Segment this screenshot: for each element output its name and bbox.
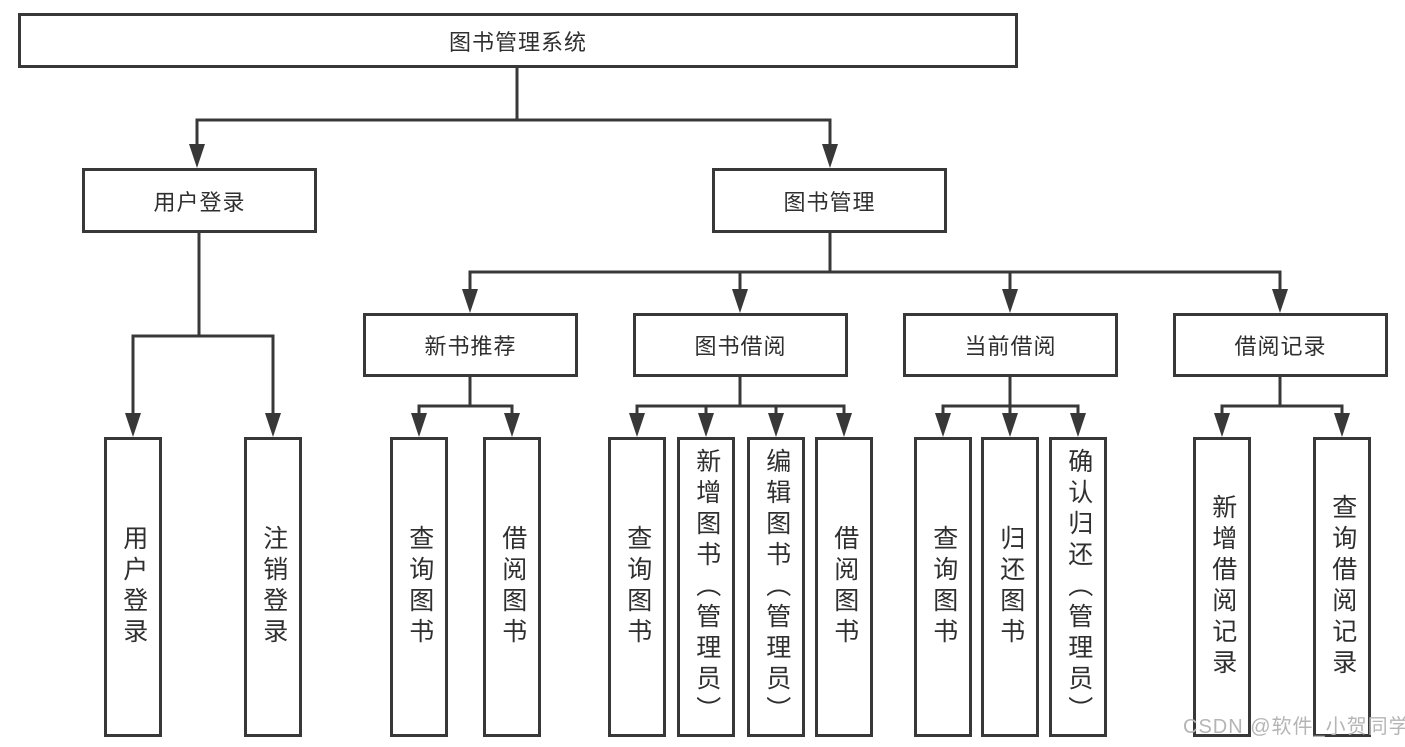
leaf-borrow-add-books-admin-label: 新增图书（管理员） [692,447,721,727]
leaf-borrow-borrow-books-label: 借阅图书 [830,525,859,649]
leaf-records-query-record-label: 查询借阅记录 [1328,494,1357,680]
csdn-watermark: CSDN @软件_小贺同学 [1183,716,1405,738]
leaf-current-return-books-label: 归还图书 [996,525,1025,649]
leaf-current-return-books: 归还图书 [981,437,1039,737]
node-new-book-recommend: 新书推荐 [363,313,578,377]
leaf-logout: 注销登录 [244,437,302,737]
node-book-borrow: 图书借阅 [633,313,848,377]
leaf-borrow-edit-books-admin: 编辑图书（管理员） [747,437,805,737]
leaf-current-confirm-return-admin-label: 确认归还（管理员） [1064,447,1093,727]
leaf-borrow-edit-books-admin-label: 编辑图书（管理员） [762,447,791,727]
leaf-current-query-books: 查询图书 [914,437,972,737]
leaf-borrow-query-books: 查询图书 [608,437,666,737]
leaf-records-add-record: 新增借阅记录 [1193,437,1251,737]
leaf-newrec-borrow-books: 借阅图书 [483,437,541,737]
leaf-records-add-record-label: 新增借阅记录 [1208,494,1237,680]
leaf-user-login: 用户登录 [104,437,162,737]
node-borrow-records: 借阅记录 [1173,313,1388,377]
leaf-newrec-query-books: 查询图书 [390,437,448,737]
leaf-newrec-query-books-label: 查询图书 [405,525,434,649]
leaf-borrow-borrow-books: 借阅图书 [815,437,873,737]
node-root: 图书管理系统 [18,13,1018,68]
leaf-borrow-query-books-label: 查询图书 [623,525,652,649]
node-current-borrow: 当前借阅 [903,313,1118,377]
leaf-user-login-label: 用户登录 [119,525,148,649]
leaf-newrec-borrow-books-label: 借阅图书 [498,525,527,649]
leaf-current-confirm-return-admin: 确认归还（管理员） [1049,437,1107,737]
leaf-records-query-record: 查询借阅记录 [1313,437,1371,737]
node-book-management: 图书管理 [712,168,947,233]
node-user-login-branch: 用户登录 [82,168,317,233]
leaf-logout-label: 注销登录 [259,525,288,649]
leaf-borrow-add-books-admin: 新增图书（管理员） [677,437,735,737]
leaf-current-query-books-label: 查询图书 [929,525,958,649]
